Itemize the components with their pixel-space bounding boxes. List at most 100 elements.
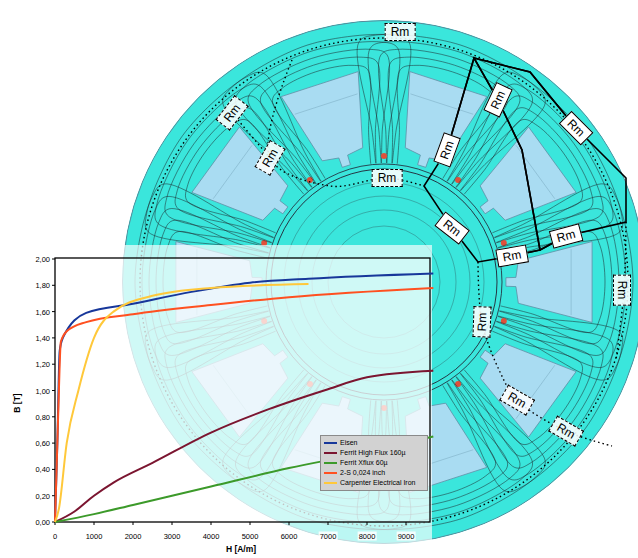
bh-curve: [55, 288, 433, 522]
legend-label: Eisen: [340, 438, 425, 447]
reluctance-wire: [503, 110, 552, 250]
y-tick: [52, 337, 55, 338]
axis-tick-label: 0,00: [34, 518, 51, 527]
flux-line: [499, 220, 612, 344]
y-tick: [52, 285, 55, 286]
x-tick: [211, 522, 212, 525]
y-tick: [52, 416, 55, 417]
reluctance-wire: [581, 139, 626, 233]
axis-tick-label: 0,20: [34, 491, 51, 500]
axis-tick-label: 3000: [163, 532, 182, 541]
axis-tick-label: 2,00: [34, 255, 51, 264]
axis-tick-label: 0: [52, 532, 58, 541]
y-tick: [52, 311, 55, 312]
legend-line-sample: [324, 452, 337, 454]
dashed-reluctance-box: Rm: [472, 306, 491, 337]
axis-tick-label: 1,40: [34, 333, 51, 342]
tooth-tip: [381, 153, 387, 159]
slot-wedge: [410, 94, 473, 114]
flux-line: [235, 42, 399, 188]
axis-tick-label: 1000: [85, 532, 104, 541]
axis-tick-label: 5000: [241, 532, 260, 541]
bh-curve: [55, 273, 433, 522]
legend-label: Carpenter Electrical Iron: [340, 478, 425, 487]
legend-entry: Ferrit Xflux 60µ: [324, 458, 425, 467]
legend-line-sample: [324, 472, 337, 474]
dashed-reluctance-box: Rm: [372, 169, 403, 187]
reluctance-wire: [462, 241, 497, 262]
x-tick: [133, 522, 134, 525]
tooth-tip: [455, 177, 461, 183]
flux-line: [223, 34, 411, 190]
legend-line-sample: [324, 462, 337, 464]
axis-tick-label: 9000: [397, 532, 416, 541]
y-tick: [52, 495, 55, 496]
stator-slot: [281, 72, 363, 168]
legend-entry: Ferrit High Flux 160µ: [324, 448, 425, 457]
x-tick: [94, 522, 95, 525]
bh-curve: [55, 284, 309, 522]
axis-tick-label: 1,20: [34, 360, 51, 369]
axis-tick-label: 0,60: [34, 439, 51, 448]
axis-title: B [T]: [13, 392, 22, 413]
reluctance-wire: [424, 163, 443, 214]
dotted-flux-path: [268, 60, 424, 186]
axis-tick-label: 8000: [358, 532, 377, 541]
x-tick: [328, 522, 329, 525]
reluctance-label: Rm: [475, 312, 490, 331]
flux-line: [498, 209, 619, 356]
x-tick: [250, 522, 251, 525]
reluctance-label: Rm: [391, 25, 410, 39]
axis-tick-label: 1,60: [34, 307, 51, 316]
dotted-flux-path: [478, 262, 612, 446]
axis-tick-label: 2000: [124, 532, 143, 541]
x-tick: [172, 522, 173, 525]
axis-tick-label: 1,00: [34, 386, 51, 395]
dashed-reluctance-box: Rm: [385, 23, 416, 41]
reluctance-label: Rm: [615, 281, 629, 300]
slot-wedge: [571, 249, 572, 315]
flux-line: [496, 196, 626, 367]
y-tick: [52, 364, 55, 365]
axis-tick-label: 0,40: [34, 465, 51, 474]
legend-label: Ferrit Xflux 60µ: [340, 458, 425, 467]
reluctance-wire: [451, 58, 492, 135]
axis-tick-label: 6000: [280, 532, 299, 541]
axis-tick-label: 4000: [202, 532, 221, 541]
stator-slot: [192, 127, 288, 220]
bh-curve: [55, 437, 433, 522]
y-tick: [52, 469, 55, 470]
flux-line: [248, 49, 390, 184]
legend-line-sample: [324, 482, 337, 484]
chart-legend: EisenFerrit High Flux 160µFerrit Xflux 6…: [320, 435, 428, 491]
bh-curve: [55, 371, 433, 522]
axis-tick-label: 1,80: [34, 281, 51, 290]
axis-tick-label: 7000: [319, 532, 338, 541]
reluctance-label: Rm: [502, 247, 523, 264]
stator-slot: [480, 127, 576, 220]
flux-line: [397, 65, 495, 178]
legend-entry: Carpenter Electrical Iron: [324, 478, 425, 487]
slot-wedge: [295, 94, 358, 114]
x-tick: [289, 522, 290, 525]
plot-frame: [55, 258, 430, 522]
legend-label: Ferrit High Flux 160µ: [340, 448, 425, 457]
dashed-reluctance-box: Rm: [613, 275, 631, 306]
reluctance-wire: [503, 110, 540, 252]
y-tick: [52, 443, 55, 444]
stator-slot: [405, 72, 487, 168]
x-tick: [367, 522, 368, 525]
y-tick: [52, 390, 55, 391]
legend-label: 2-S 0,024 inch: [340, 468, 425, 477]
axis-title: H [A/m]: [225, 545, 257, 554]
flux-line: [260, 57, 380, 181]
legend-line-sample: [324, 442, 337, 444]
axis-tick-label: 0,80: [34, 412, 51, 421]
flux-line: [272, 65, 370, 178]
slot-wedge: [213, 145, 252, 198]
reluctance-label: Rm: [555, 227, 577, 245]
legend-entry: Eisen: [324, 438, 425, 447]
